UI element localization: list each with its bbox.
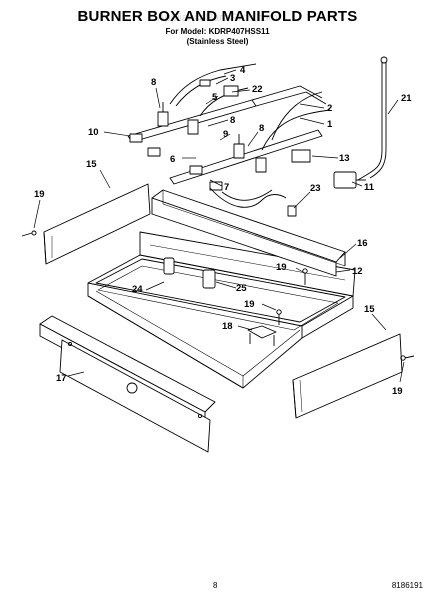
callout-8c: 8 <box>259 123 264 134</box>
callout-labels: 1 2 3 4 5 6 7 8 8 8 9 10 11 12 13 15 15 … <box>34 65 412 397</box>
igniter-wires <box>209 187 287 208</box>
callout-4: 4 <box>240 65 246 76</box>
watermark: AppliancePartsPros.com <box>157 12 278 24</box>
leader-lines <box>33 69 405 383</box>
page-title: BURNER BOX AND MANIFOLD PARTS <box>77 8 358 25</box>
callout-16: 16 <box>357 238 368 249</box>
callout-17: 17 <box>56 373 67 384</box>
left-side-panel <box>43 183 151 265</box>
callout-3: 3 <box>230 73 235 84</box>
pressure-regulator <box>333 171 366 189</box>
elbow-fitting <box>287 205 297 217</box>
callout-15a: 15 <box>86 159 97 170</box>
callout-12: 12 <box>352 266 363 277</box>
callout-18: 18 <box>222 321 233 332</box>
document-number: 8186191 <box>391 581 423 590</box>
callout-11: 11 <box>364 182 375 193</box>
callout-19c: 19 <box>244 299 255 310</box>
callout-25: 25 <box>236 283 247 294</box>
callout-19b: 19 <box>276 262 287 273</box>
manifold-brackets <box>129 133 223 191</box>
callout-6: 6 <box>170 154 175 165</box>
screws <box>21 230 415 361</box>
callout-1: 1 <box>327 119 333 130</box>
callout-2: 2 <box>327 103 332 114</box>
callout-19a: 19 <box>34 189 45 200</box>
support-bracket <box>247 325 277 346</box>
callout-9: 9 <box>223 129 228 140</box>
callout-8b: 8 <box>230 115 235 126</box>
callout-13: 13 <box>339 153 350 164</box>
gas-tubes <box>169 63 331 151</box>
right-side-panel <box>292 333 403 419</box>
callout-22: 22 <box>252 84 263 95</box>
callout-7: 7 <box>224 182 229 193</box>
callout-24: 24 <box>132 284 143 295</box>
finish-line: (Stainless Steel) <box>186 37 249 46</box>
page-number: 8 <box>213 581 218 590</box>
callout-8a: 8 <box>151 77 156 88</box>
callout-19d: 19 <box>392 386 403 397</box>
model-line: For Model: KDRP407HSS11 <box>165 27 270 36</box>
callout-15b: 15 <box>364 304 375 315</box>
rear-channel <box>151 189 346 277</box>
callout-23: 23 <box>310 183 321 194</box>
front-panel <box>39 315 216 453</box>
burner-box-tray <box>87 231 356 389</box>
callout-5: 5 <box>212 92 218 103</box>
shield-small <box>163 257 216 289</box>
callout-10: 10 <box>88 127 99 138</box>
callout-21: 21 <box>401 93 412 104</box>
valves <box>157 102 267 173</box>
supply-tube <box>357 56 388 181</box>
cover-plate <box>291 149 311 163</box>
